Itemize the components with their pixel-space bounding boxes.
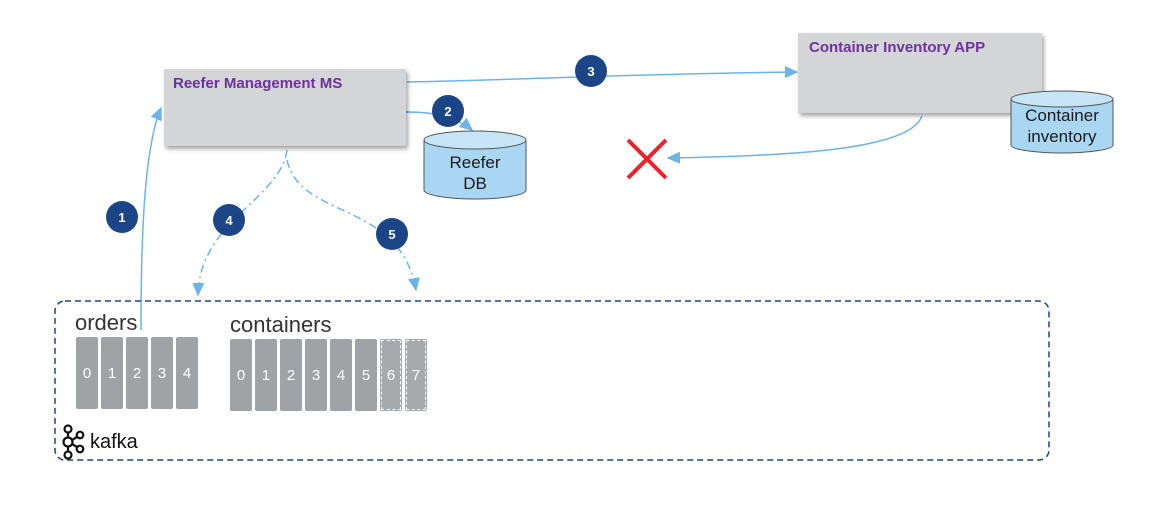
step-badge-5: 5 [376, 218, 408, 250]
step-badge-3: 3 [575, 55, 607, 87]
reefer-management-ms-box: Reefer Management MS [164, 69, 406, 146]
containers-partition-new: 7 [405, 339, 427, 411]
container-inventory-app-title: Container Inventory APP [809, 39, 986, 56]
red-x-icon [626, 138, 668, 180]
containers-partition-new: 6 [380, 339, 402, 411]
reefer-db-label-1: Reefer [449, 153, 501, 172]
container-inventory-app-box: Container Inventory APP [798, 33, 1042, 113]
topic-orders-title: orders [75, 310, 138, 335]
arrow-to-cross [666, 115, 923, 164]
step-badge-1: 1 [106, 201, 138, 233]
kafka-cluster-frame [54, 300, 1050, 461]
reefer-db-label-2: DB [463, 174, 487, 193]
step-badge-4: 4 [213, 204, 245, 236]
topic-orders-partitions: 0 1 2 3 4 [76, 337, 198, 409]
topic-containers-partitions: 0 1 2 3 4 5 6 7 [230, 339, 427, 411]
reefer-management-ms-title: Reefer Management MS [173, 75, 343, 92]
container-inventory-db-cylinder: Container inventory [1010, 90, 1114, 154]
kafka-label: kafka [90, 430, 138, 453]
orders-partition: 4 [176, 337, 198, 409]
containers-partition: 5 [355, 339, 377, 411]
orders-partition: 2 [126, 337, 148, 409]
containers-partition: 0 [230, 339, 252, 411]
orders-partition: 1 [101, 337, 123, 409]
reefer-db-cylinder: Reefer DB [423, 130, 527, 200]
container-db-label-2: inventory [1027, 127, 1097, 146]
container-db-label-1: Container [1025, 106, 1099, 125]
containers-partition: 3 [305, 339, 327, 411]
arrow-1 [140, 106, 162, 331]
kafka-logo: kafka [60, 424, 138, 460]
containers-partition: 1 [255, 339, 277, 411]
containers-partition: 4 [330, 339, 352, 411]
step-badge-2: 2 [432, 95, 464, 127]
orders-partition: 3 [151, 337, 173, 409]
topic-containers-title: containers [230, 312, 332, 337]
containers-partition: 2 [280, 339, 302, 411]
arrow-5 [286, 159, 420, 292]
orders-partition: 0 [76, 337, 98, 409]
kafka-logo-icon [62, 424, 85, 460]
